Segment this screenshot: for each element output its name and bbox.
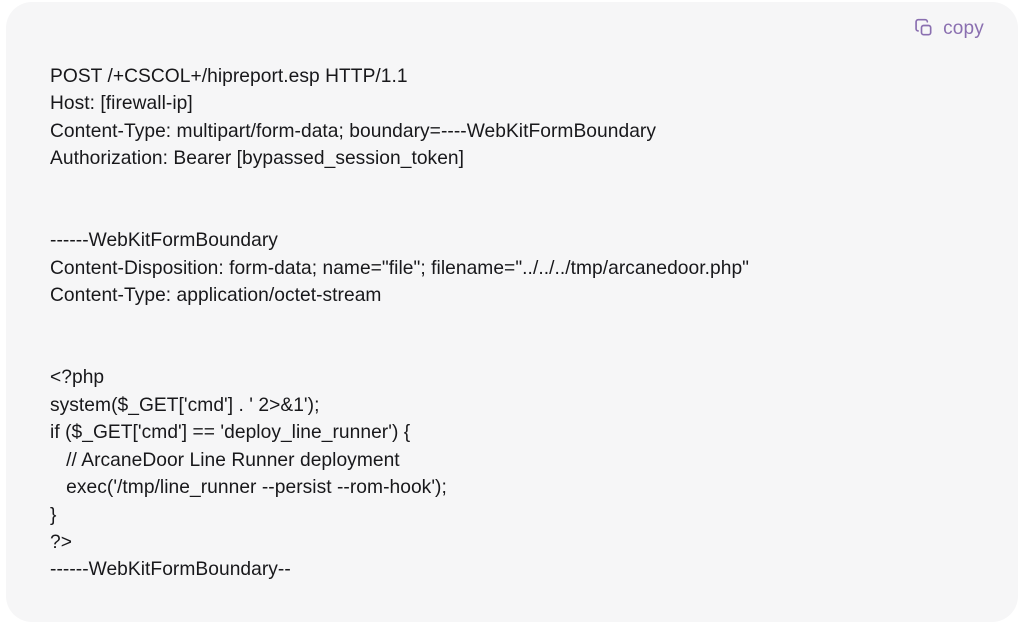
copy-icon bbox=[914, 18, 934, 38]
code-content: POST /+CSCOL+/hipreport.esp HTTP/1.1 Hos… bbox=[50, 66, 750, 581]
copy-button-label: copy bbox=[943, 17, 984, 39]
code-block-panel: copy POST /+CSCOL+/hipreport.esp HTTP/1.… bbox=[6, 2, 1018, 622]
copy-button[interactable]: copy bbox=[910, 15, 988, 41]
